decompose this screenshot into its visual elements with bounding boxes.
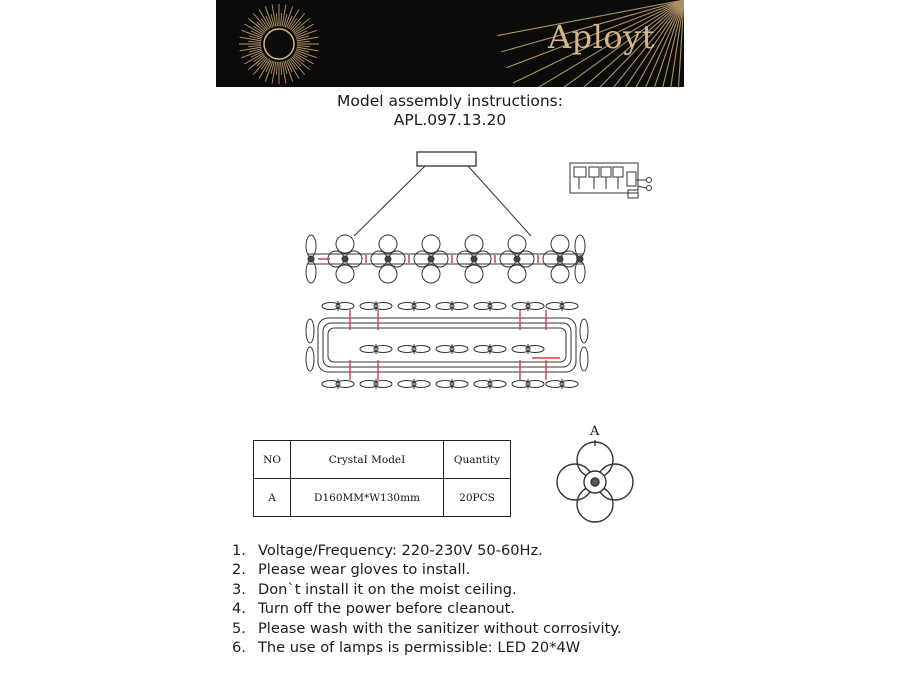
crystal-top-icon: [435, 344, 469, 354]
crystal-flower-icon: [499, 234, 539, 284]
list-item: 6.The use of lamps is permissible: LED 2…: [232, 638, 581, 656]
crystal-top-icon: [397, 301, 431, 311]
crystal-top-icon: [545, 379, 579, 389]
ceiling-canopy: [416, 151, 477, 167]
crystal-top-icon: [321, 301, 355, 311]
crystal-top-icon: [359, 379, 393, 389]
crystal-top-icon: [435, 379, 469, 389]
crystal-top-icon: [359, 301, 393, 311]
cell-quantity: 20PCS: [442, 478, 512, 517]
list-item: 3.Don`t install it on the moist ceiling.: [232, 580, 517, 598]
page-title: Model assembly instructions:: [337, 92, 563, 110]
crystal-top-icon: [359, 344, 393, 354]
end-crystal-icon: [574, 234, 586, 284]
table-header-row: NO CrystaI ModeI Quantity: [252, 440, 512, 479]
header-no: NO: [252, 440, 292, 479]
crystal-detail-label: A: [590, 424, 600, 439]
crystal-flower-icon: [327, 234, 367, 284]
cell-crystal-model: D160MM*W130mm: [290, 478, 444, 517]
header-crystal-model: CrystaI ModeI: [290, 440, 444, 479]
driver-box-icon: [569, 162, 652, 199]
header-quantity: Quantity: [442, 440, 512, 479]
list-item: 4.Turn off the power before cleanout.: [232, 600, 515, 618]
crystal-top-icon: [511, 344, 545, 354]
side-view: [305, 234, 586, 284]
brand-name: Aployt: [548, 18, 656, 56]
crystal-top-icon: [397, 344, 431, 354]
list-item: 5.Please wash with the sanitizer without…: [232, 619, 622, 637]
cell-no: A: [252, 478, 292, 517]
table-row: A D160MM*W130mm 20PCS: [252, 478, 512, 517]
brand-banner: Aployt: [216, 0, 684, 87]
crystal-a-icon: [556, 440, 634, 523]
crystal-flower-icon: [456, 234, 496, 284]
list-item: 1.Voltage/Frequency: 220-230V 50-60Hz.: [232, 542, 543, 559]
crystal-top-icon: [435, 301, 469, 311]
crystal-top-icon: [473, 301, 507, 311]
crystal-top-icon: [545, 301, 579, 311]
crystal-flower-icon: [370, 234, 410, 284]
crystal-top-icon: [473, 379, 507, 389]
crystal-table: NO CrystaI ModeI Quantity A D160MM*W130m…: [252, 440, 512, 517]
crystal-flower-icon: [413, 234, 453, 284]
crystal-top-icon: [511, 379, 545, 389]
crystal-top-icon: [397, 379, 431, 389]
end-crystal-icon: [305, 234, 317, 284]
crystal-top-icon: [511, 301, 545, 311]
model-number: APL.097.13.20: [393, 111, 507, 129]
top-view: [305, 301, 589, 389]
sunburst-logo-icon: [239, 0, 684, 87]
instructions-list: 1.Voltage/Frequency: 220-230V 50-60Hz. 2…: [232, 541, 622, 657]
suspension-cable: [467, 165, 532, 237]
crystal-flower-icon: [542, 234, 582, 284]
crystal-top-icon: [321, 379, 355, 389]
crystal-top-icon: [473, 344, 507, 354]
list-item: 2.Please wear gloves to install.: [232, 561, 471, 579]
suspension-cable: [353, 165, 426, 237]
